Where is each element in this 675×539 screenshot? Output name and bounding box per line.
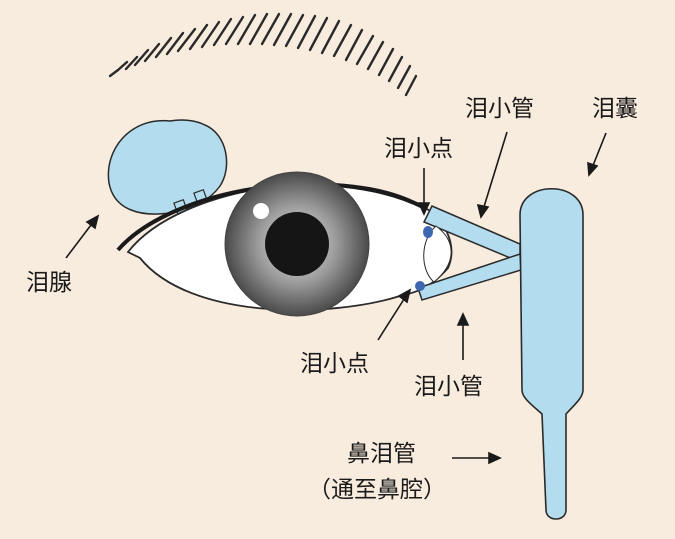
arrows (65, 131, 607, 465)
label-upper-punctum: 泪小点 (384, 136, 453, 162)
label-lower-punctum: 泪小点 (300, 351, 369, 377)
label-upper-canaliculus: 泪小管 (465, 96, 534, 122)
arrow-lower-punctum (377, 295, 407, 341)
lower-punctum-dot (415, 281, 425, 291)
label-nasolacrimal-duct-note: （通至鼻腔） (308, 477, 446, 503)
arrow-lacrimal-gland (65, 220, 95, 259)
label-nasolacrimal-duct: 鼻泪管 (347, 441, 416, 467)
eyebrow (108, 12, 418, 97)
pupil (265, 212, 329, 276)
caruncle (423, 225, 452, 283)
eye-highlight (253, 203, 269, 219)
label-lacrimal-gland: 泪腺 (26, 270, 72, 296)
arrow-upper-canaliculus (482, 131, 508, 211)
label-lower-canaliculus: 泪小管 (414, 374, 483, 400)
label-lacrimal-sac: 泪囊 (592, 96, 638, 122)
lacrimal-sac-duct-shape (519, 187, 584, 520)
upper-punctum-dot (423, 226, 433, 238)
arrow-lacrimal-sac (591, 132, 607, 169)
